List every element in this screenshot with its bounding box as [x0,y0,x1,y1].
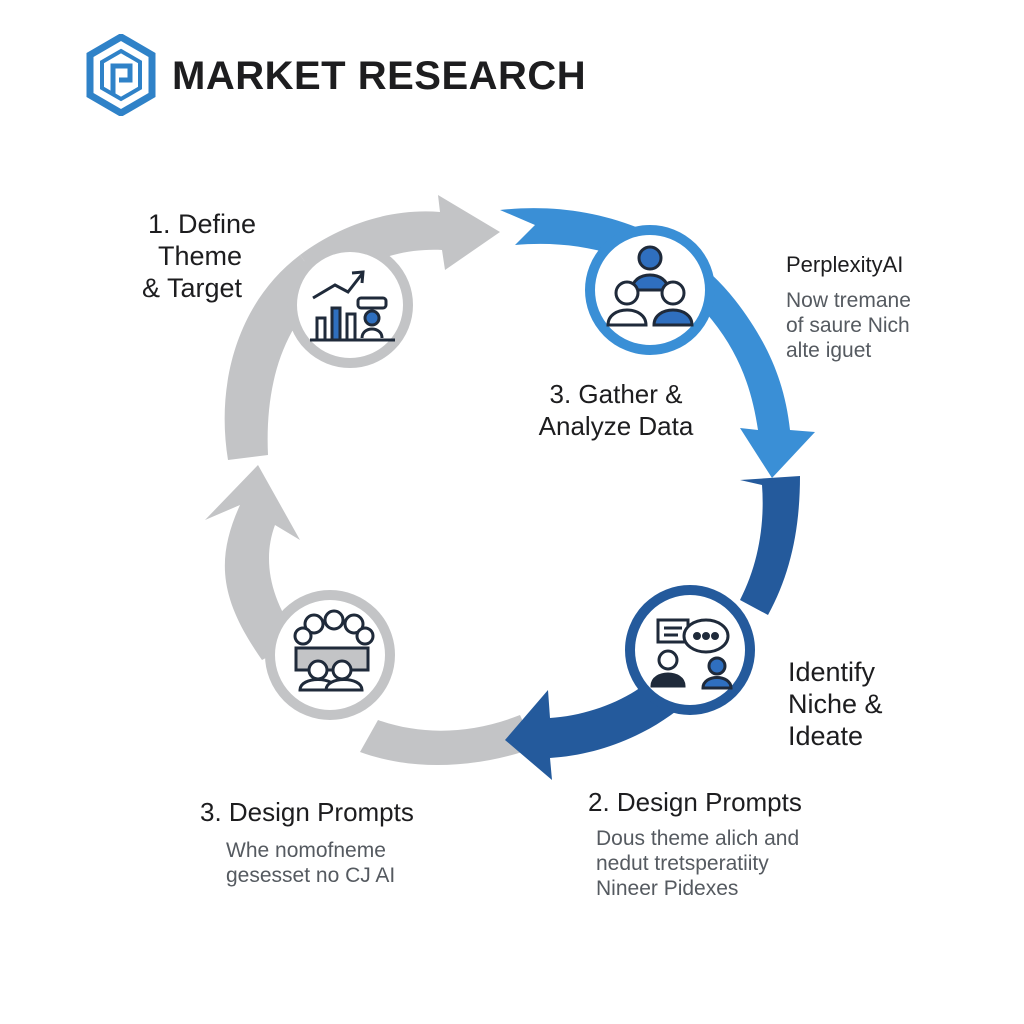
note-design-right-line-2: nedut tretsperatiity [596,852,769,875]
page-title: MARKET RESEARCH [172,54,587,98]
node-design-left [265,590,395,720]
label-gather-line-1: 3. Gather & [549,379,683,409]
label-gather-line-2: Analyze Data [538,411,694,441]
label-identify: Identify Niche & Ideate [788,656,883,752]
node-identify [625,585,755,715]
note-design-left: Whe nomofneme gesesset no CJ AI [226,838,395,888]
arrow-blue-bottom [505,672,690,780]
label-identify-line-2: Niche & [788,689,883,719]
note-design-right-line-1: Dous theme alich and [596,827,800,850]
label-define: 1. Define Theme & Target [142,208,256,304]
label-identify-line-3: Ideate [788,721,864,751]
label-design-left: 3. Design Prompts [200,797,414,827]
brand-perplexity: PerplexityAI [786,252,904,277]
arrow-blue-right [740,476,800,615]
note-design-right: Dous theme alich and nedut tretsperatiit… [596,826,799,901]
team-icon [606,245,694,327]
header: MARKET RESEARCH [86,34,646,118]
label-design-right: 2. Design Prompts [588,787,802,817]
note-design-left-line-1: Whe nomofneme [226,839,386,862]
label-define-line-3: & Target [142,273,243,303]
note-gather-line-3: alte iguet [786,339,872,362]
note-gather-line-1: Now tremane [786,289,911,312]
node-define [287,242,413,368]
note-design-left-line-2: gesesset no CJ AI [226,864,396,887]
audience-group-icon [293,609,375,692]
node-gather [585,225,715,355]
label-define-line-2: Theme [158,241,243,271]
label-define-line-1: 1. Define [148,209,257,239]
chat-bubble-icon [650,618,733,690]
label-gather: 3. Gather & Analyze Data [530,378,702,442]
note-gather-line-2: of saure Nich [786,314,910,337]
growth-chart-icon [310,270,395,342]
label-identify-line-1: Identify [788,657,876,687]
hexagon-logo-icon [86,34,156,116]
note-gather: Now tremane of saure Nich alte iguet [786,288,911,363]
arrow-gray-bottom [360,715,535,766]
note-design-right-line-3: Nineer Pidexes [596,877,739,900]
arrow-gray-left-up [205,465,300,660]
